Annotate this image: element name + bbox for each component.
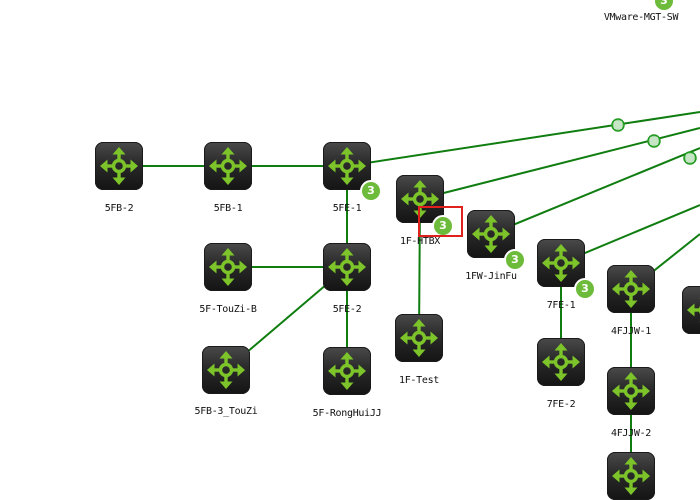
alarm-count-badge[interactable]: 3 — [504, 249, 526, 271]
switch-arrows-icon — [537, 338, 585, 386]
switch-arrows-icon — [323, 243, 371, 291]
device-label: 1F-Test — [399, 375, 439, 386]
device-label: VMware-MGT-SW — [604, 12, 678, 23]
switch-arrows-icon — [95, 142, 143, 190]
switch-arrows-icon — [202, 346, 250, 394]
switch-arrows-icon — [607, 452, 655, 500]
device-node-5f-touzi-b[interactable] — [204, 243, 252, 291]
device-node-4fjjw-1[interactable] — [607, 265, 655, 313]
alarm-count-badge[interactable]: 3 — [574, 278, 596, 300]
switch-arrows-icon — [204, 142, 252, 190]
device-node-4fjjw-3[interactable] — [607, 452, 655, 500]
device-label: 5F-RongHuiJJ — [313, 408, 382, 419]
device-node-7fe-2[interactable] — [537, 338, 585, 386]
device-node-5fb-3-touzi[interactable] — [202, 346, 250, 394]
device-label: 1FW-JinFu — [465, 271, 517, 282]
alarm-count-badge[interactable]: 3 — [360, 180, 382, 202]
topology-canvas[interactable] — [0, 0, 700, 475]
link-1fw-jinfu-offscreen-c[interactable] — [491, 148, 700, 234]
device-label: 1F-HTBX — [400, 236, 440, 247]
link-aggregation-marker[interactable] — [612, 119, 624, 131]
switch-arrows-icon — [682, 286, 700, 334]
switch-arrows-icon — [204, 243, 252, 291]
link-aggregation-marker[interactable] — [648, 135, 660, 147]
device-node-4fjjw-2[interactable] — [607, 367, 655, 415]
link-aggregation-marker[interactable] — [684, 152, 696, 164]
switch-arrows-icon — [395, 314, 443, 362]
switch-arrows-icon — [607, 367, 655, 415]
device-label: 4FJJW-2 — [611, 428, 651, 439]
device-node-5f-ronghuijj[interactable] — [323, 347, 371, 395]
switch-arrows-icon — [607, 265, 655, 313]
device-label: 5F-TouZi-B — [199, 304, 256, 315]
device-label: 5FB-2 — [105, 203, 134, 214]
device-node-5fb-2[interactable] — [95, 142, 143, 190]
device-label: 5FE-2 — [333, 304, 362, 315]
link-5fe-1-offscreen-a[interactable] — [347, 112, 700, 166]
switch-arrows-icon — [323, 347, 371, 395]
device-node-1f-test[interactable] — [395, 314, 443, 362]
device-node-9f[interactable] — [682, 286, 700, 334]
device-label: 5FB-1 — [214, 203, 243, 214]
device-label: 5FE-1 — [333, 203, 362, 214]
device-label: 7FE-1 — [547, 300, 576, 311]
alarm-count-badge[interactable]: 3 — [432, 215, 454, 237]
device-node-5fe-2[interactable] — [323, 243, 371, 291]
device-node-5fb-1[interactable] — [204, 142, 252, 190]
link-markers-layer — [612, 119, 696, 164]
device-label: 5FB-3_TouZi — [195, 406, 258, 417]
device-label: 7FE-2 — [547, 399, 576, 410]
device-label: 4FJJW-1 — [611, 326, 651, 337]
